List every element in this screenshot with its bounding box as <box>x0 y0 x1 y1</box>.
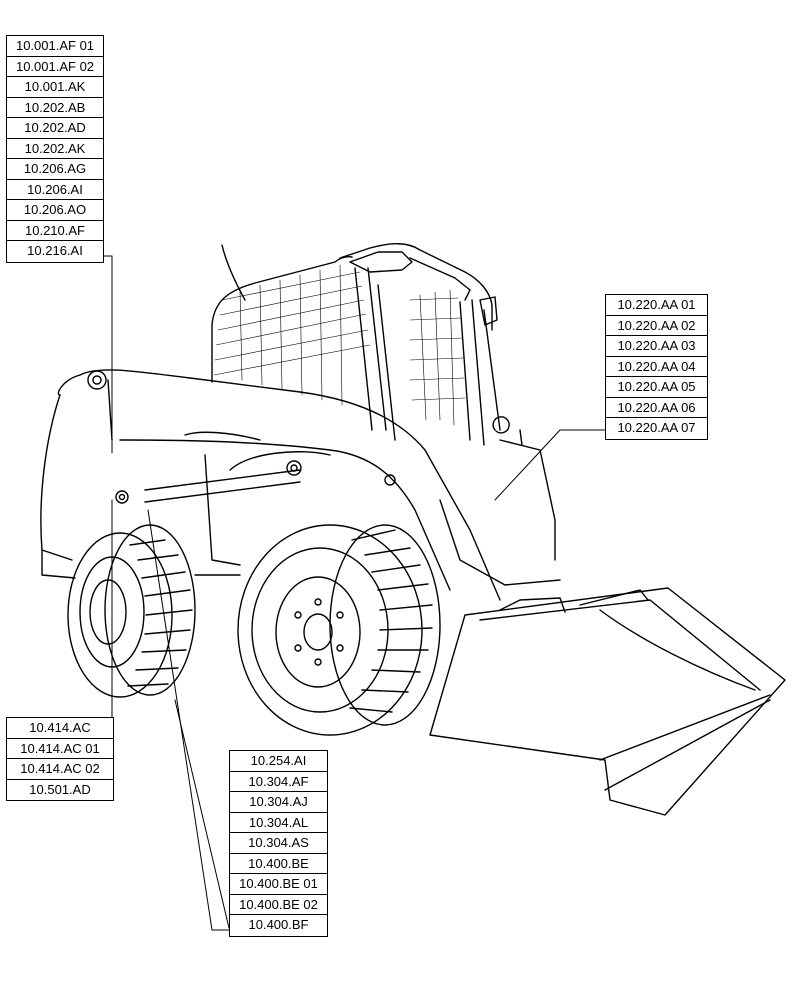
cab <box>211 243 501 446</box>
machine-body <box>41 416 561 586</box>
part-ref-label[interactable]: 10.304.AS <box>230 833 327 854</box>
part-ref-label[interactable]: 10.220.AA 01 <box>606 295 707 316</box>
part-ref-label[interactable]: 10.220.AA 03 <box>606 336 707 357</box>
part-ref-label[interactable]: 10.220.AA 07 <box>617 420 696 435</box>
front-wheel <box>237 524 441 736</box>
bucket <box>429 587 786 816</box>
part-ref-label[interactable]: 10.501.AD <box>29 781 91 797</box>
part-ref-label[interactable]: 10.202.AD <box>7 118 103 139</box>
part-ref-label[interactable]: 10.202.AB <box>7 98 103 118</box>
part-ref-label[interactable]: 10.001.AK <box>7 77 103 98</box>
part-ref-label[interactable]: 10.216.AI <box>27 243 83 258</box>
part-ref-label[interactable]: 10.220.AA 04 <box>606 357 707 377</box>
part-ref-label[interactable]: 10.254.AI <box>230 751 327 772</box>
part-ref-label[interactable]: 10.304.AJ <box>230 792 327 813</box>
part-ref-label[interactable]: 10.220.AA 02 <box>606 316 707 336</box>
part-ref-label[interactable]: 10.414.AC 02 <box>7 759 113 780</box>
antenna <box>221 244 246 301</box>
part-ref-label[interactable]: 10.400.BE <box>230 854 327 874</box>
part-ref-label[interactable]: 10.220.AA 05 <box>606 377 707 398</box>
part-ref-label[interactable]: 10.206.AG <box>7 159 103 180</box>
part-ref-label[interactable]: 10.414.AC <box>7 718 113 739</box>
label-group-bottom-left: 10.414.AC 10.414.AC 01 10.414.AC 02 10.5… <box>6 717 114 801</box>
lift-arm <box>40 369 501 601</box>
rear-wheel <box>67 524 196 698</box>
part-ref-label[interactable]: 10.304.AF <box>230 772 327 792</box>
part-ref-label[interactable]: 10.206.AI <box>7 180 103 200</box>
part-ref-label[interactable]: 10.001.AF 02 <box>7 57 103 77</box>
label-group-top-right: 10.220.AA 01 10.220.AA 02 10.220.AA 03 1… <box>605 294 708 440</box>
label-group-top-left: 10.001.AF 01 10.001.AF 02 10.001.AK 10.2… <box>6 35 104 263</box>
pivot-points <box>87 370 396 504</box>
part-ref-label[interactable]: 10.304.AL <box>230 813 327 833</box>
part-ref-label[interactable]: 10.400.BE 02 <box>230 895 327 915</box>
part-ref-label[interactable]: 10.220.AA 06 <box>606 398 707 418</box>
part-ref-label[interactable]: 10.202.AK <box>7 139 103 159</box>
part-ref-label[interactable]: 10.001.AF 01 <box>7 36 103 57</box>
label-group-bottom-center: 10.254.AI 10.304.AF 10.304.AJ 10.304.AL … <box>229 750 328 937</box>
part-ref-label[interactable]: 10.400.BE 01 <box>230 874 327 895</box>
part-ref-label[interactable]: 10.400.BF <box>248 917 309 932</box>
part-ref-label[interactable]: 10.414.AC 01 <box>7 739 113 759</box>
part-ref-label[interactable]: 10.206.AO <box>7 200 103 221</box>
part-ref-label[interactable]: 10.210.AF <box>7 221 103 241</box>
